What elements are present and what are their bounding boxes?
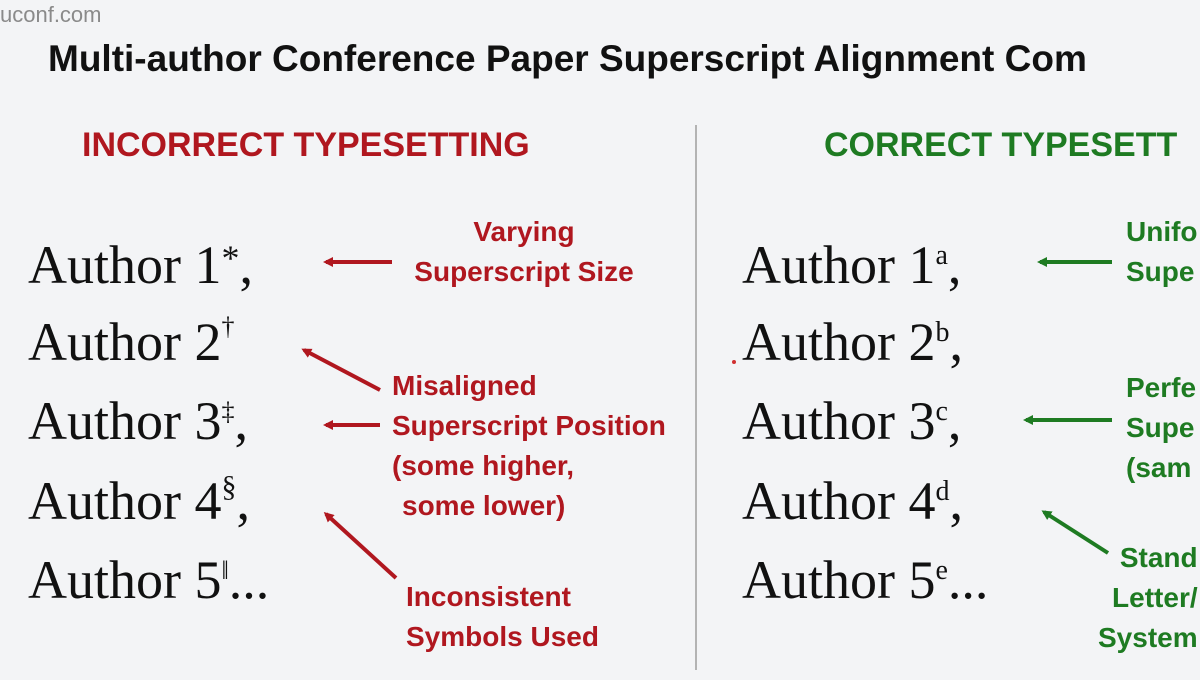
superscript-mark: a	[935, 240, 948, 271]
note-misaligned-position: Misaligned Superscript Position (some hi…	[392, 370, 666, 521]
diagram-title: Multi-author Conference Paper Superscrip…	[48, 38, 1087, 79]
incorrect-author-4: Author 4§,	[28, 470, 250, 531]
incorrect-author-2: Author 2†	[28, 312, 235, 372]
incorrect-heading: INCORRECT TYPESETTING	[82, 126, 530, 164]
correct-heading: CORRECT TYPESETT	[824, 126, 1178, 164]
arrow-symbols	[323, 511, 398, 580]
stray-dot	[732, 360, 736, 364]
arrow-standard	[1041, 510, 1110, 555]
incorrect-author-5: Author 5‖...	[28, 550, 270, 610]
column-divider	[695, 125, 697, 670]
incorrect-author-1: Author 1*,	[28, 235, 253, 295]
note-varying-size: Varying Superscript Size	[414, 216, 634, 287]
incorrect-author-3: Author 3‡,	[28, 391, 248, 451]
note-standard-system: Stand Letter/ System	[1098, 542, 1198, 653]
note-uniform-size: Unifo Supe	[1126, 216, 1198, 287]
watermark: uconf.com	[0, 2, 102, 27]
correct-author-2: Author 2b,	[742, 312, 963, 372]
superscript-mark: c	[935, 396, 948, 427]
correct-author-5: Author 5e...	[742, 550, 989, 610]
superscript-mark: d	[935, 476, 950, 507]
correct-author-3: Author 3c,	[742, 391, 962, 451]
correct-author-1: Author 1a,	[742, 235, 962, 295]
correct-author-4: Author 4d,	[742, 471, 963, 531]
superscript-mark: ‖	[221, 556, 229, 585]
superscript-mark: §	[221, 470, 237, 503]
superscript-mark: ‡	[221, 397, 235, 426]
arrow-position-2	[301, 348, 381, 392]
superscript-mark: †	[221, 312, 235, 341]
note-perfect-position: Perfe Supe (sam	[1126, 372, 1197, 483]
superscript-mark: b	[935, 317, 950, 348]
superscript-mark: e	[935, 555, 948, 586]
note-inconsistent-symbols: Inconsistent Symbols Used	[406, 581, 599, 652]
superscript-mark: *	[221, 238, 240, 278]
